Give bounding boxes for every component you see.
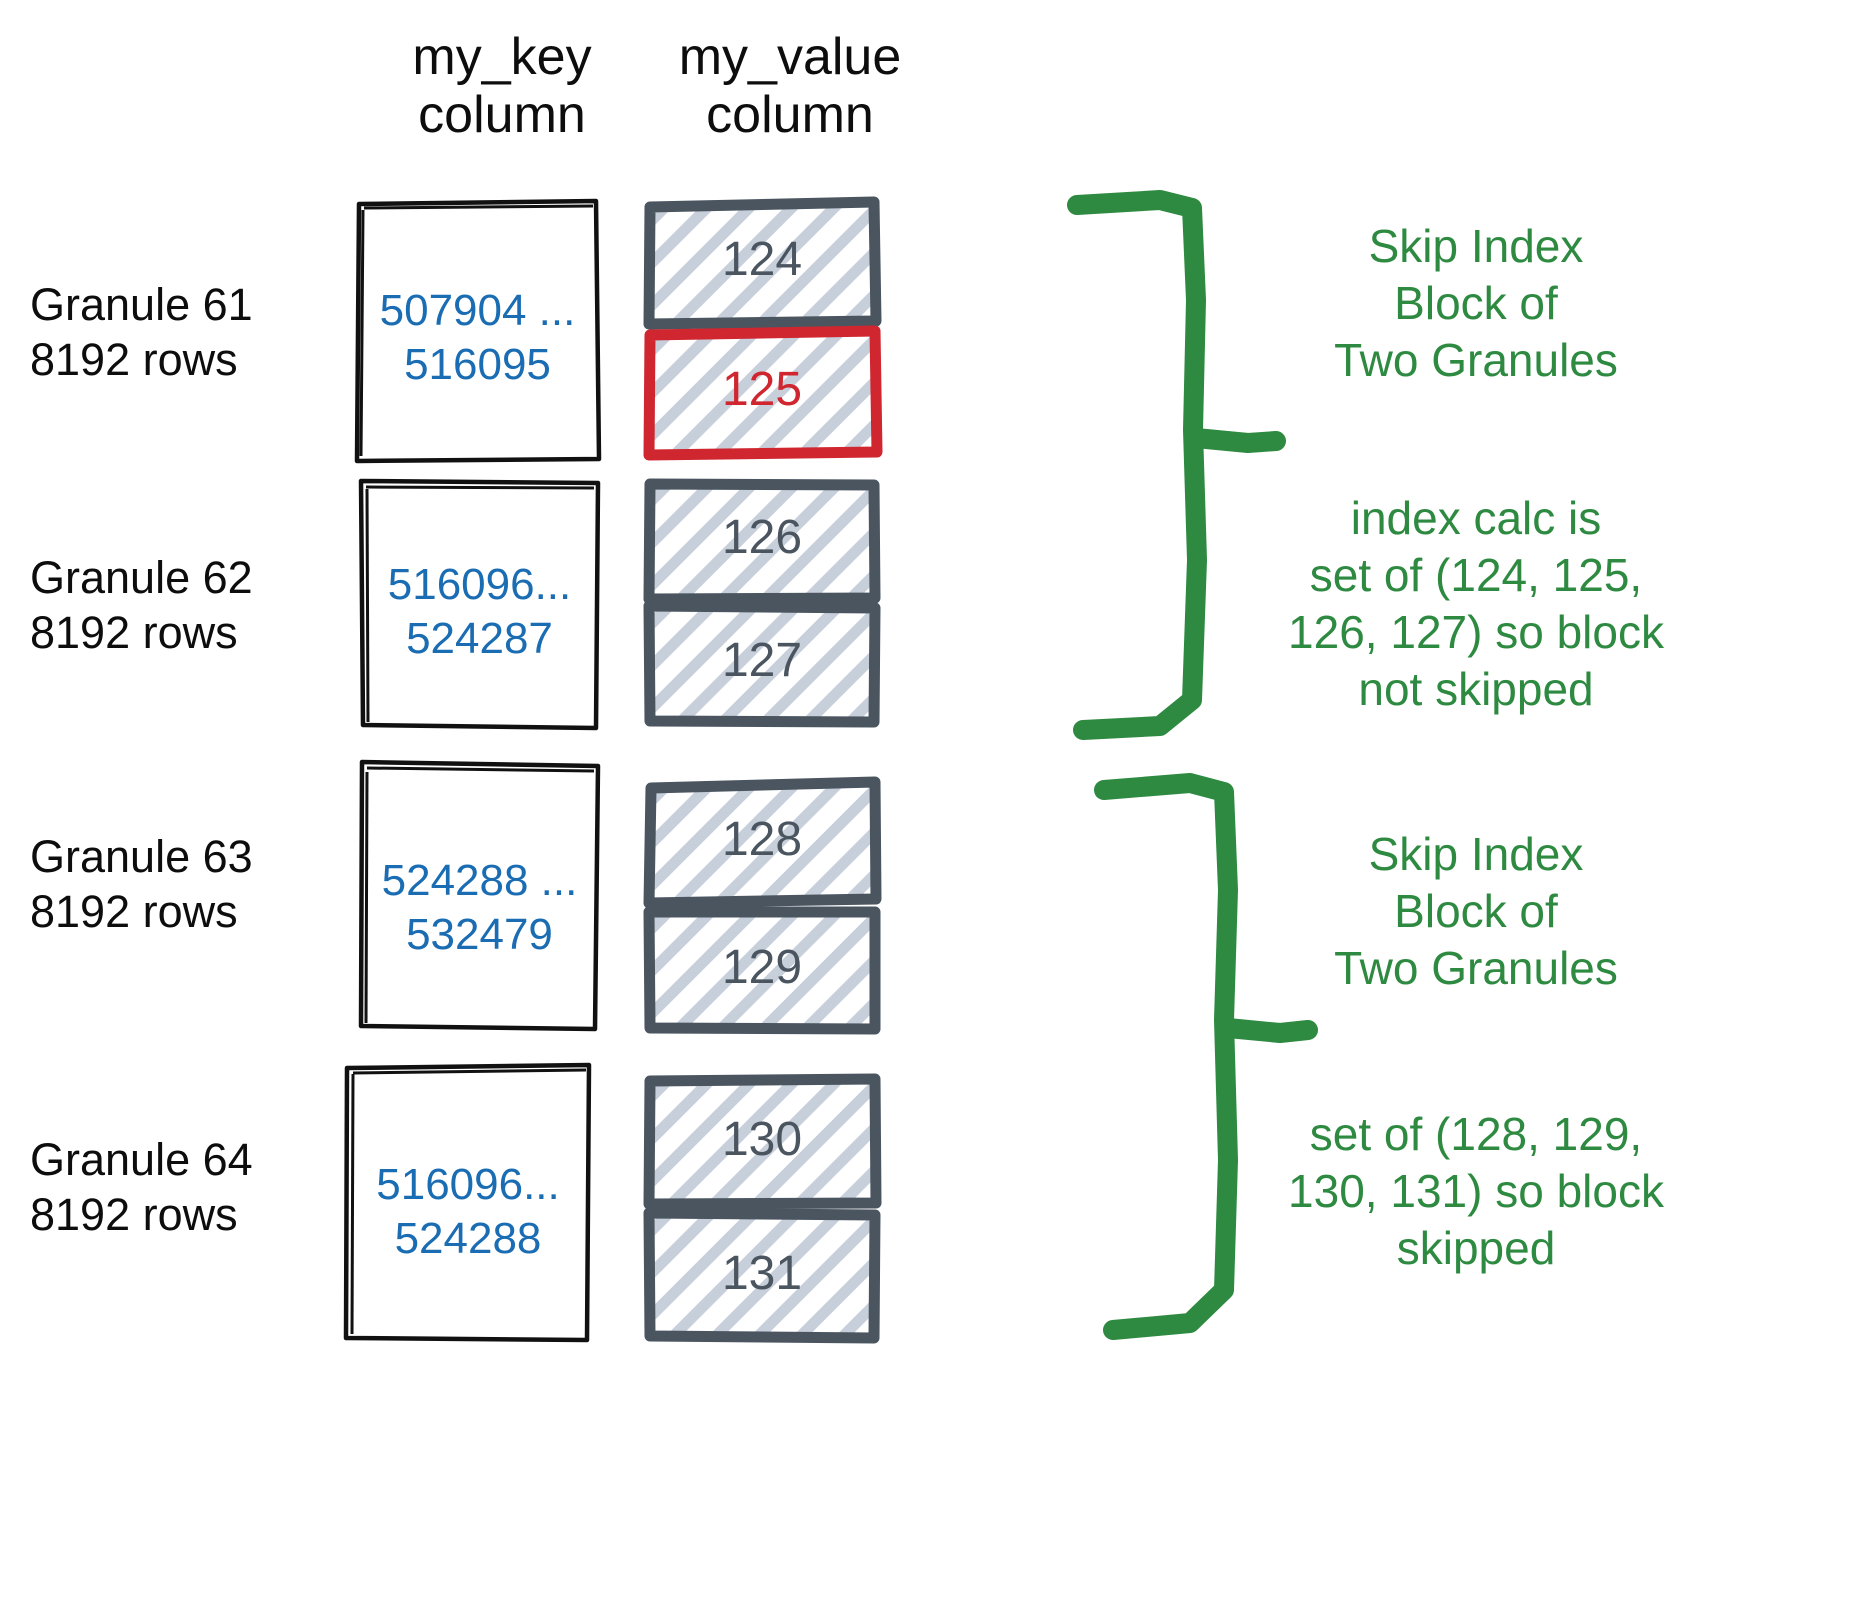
value-cell-outline-130	[643, 1073, 882, 1210]
granule-label-62: Granule 62 8192 rows	[30, 552, 253, 658]
value-cell-128: 128	[643, 776, 882, 909]
value-cell-outline-128	[643, 776, 882, 909]
value-text-125: 125	[721, 363, 803, 416]
granule-label-63: Granule 63 8192 rows	[30, 831, 253, 937]
key-box-outline-61	[354, 198, 602, 464]
value-text-126: 126	[721, 511, 803, 564]
value-cell-outline-129	[643, 906, 881, 1035]
value-text-131: 131	[721, 1247, 803, 1300]
value-cell-124: 124	[643, 196, 882, 330]
value-text-127: 127	[721, 634, 803, 687]
column-header-my-value: my_value column	[678, 28, 902, 145]
value-cell-outline-131	[643, 1207, 881, 1344]
value-text-128: 128	[721, 813, 803, 866]
value-cell-125: 125	[643, 325, 883, 461]
key-range-granule-62: 516096... 524287	[387, 560, 572, 663]
value-cell-outline-126	[643, 478, 881, 605]
key-box-granule-64: 516096... 524288	[343, 1062, 593, 1344]
key-box-granule-63: 524288 ... 532479	[358, 758, 601, 1033]
value-cell-outline-124	[643, 196, 882, 330]
key-box-outline-62	[358, 478, 601, 731]
value-cell-131: 131	[643, 1207, 881, 1344]
annotation-block-1-title: Skip Index Block of Two Granules	[1334, 220, 1618, 387]
value-cell-outline-125-highlighted	[643, 325, 883, 461]
annotation-block-1-calc: index calc is set of (124, 125, 126, 127…	[1288, 492, 1664, 716]
key-box-granule-62: 516096... 524287	[358, 476, 601, 731]
value-text-129: 129	[721, 941, 803, 994]
key-box-granule-61: 507904 ... 516095	[354, 198, 602, 464]
annotation-block-2-title: Skip Index Block of Two Granules	[1334, 828, 1618, 995]
key-box-outline-64	[343, 1062, 592, 1343]
value-text-124: 124	[721, 233, 803, 286]
column-header-my-key: my_key column	[412, 28, 592, 145]
value-cell-130: 130	[643, 1073, 882, 1210]
key-range-granule-61: 507904 ... 516095	[379, 286, 576, 389]
value-cell-127: 127	[643, 600, 881, 728]
value-cell-129: 129	[643, 906, 881, 1035]
key-box-outline-63	[358, 759, 601, 1032]
annotation-block-2-calc: set of (128, 129, 130, 131) so block ski…	[1288, 1108, 1664, 1275]
key-range-granule-63: 524288 ... 532479	[381, 856, 578, 959]
value-cell-126: 126	[643, 478, 881, 605]
key-range-granule-64: 516096... 524288	[376, 1160, 560, 1263]
value-cell-outline-127	[643, 600, 881, 728]
value-text-130: 130	[721, 1113, 803, 1166]
granule-label-64: Granule 64 8192 rows	[30, 1134, 253, 1240]
granule-label-61: Granule 61 8192 rows	[30, 279, 253, 385]
